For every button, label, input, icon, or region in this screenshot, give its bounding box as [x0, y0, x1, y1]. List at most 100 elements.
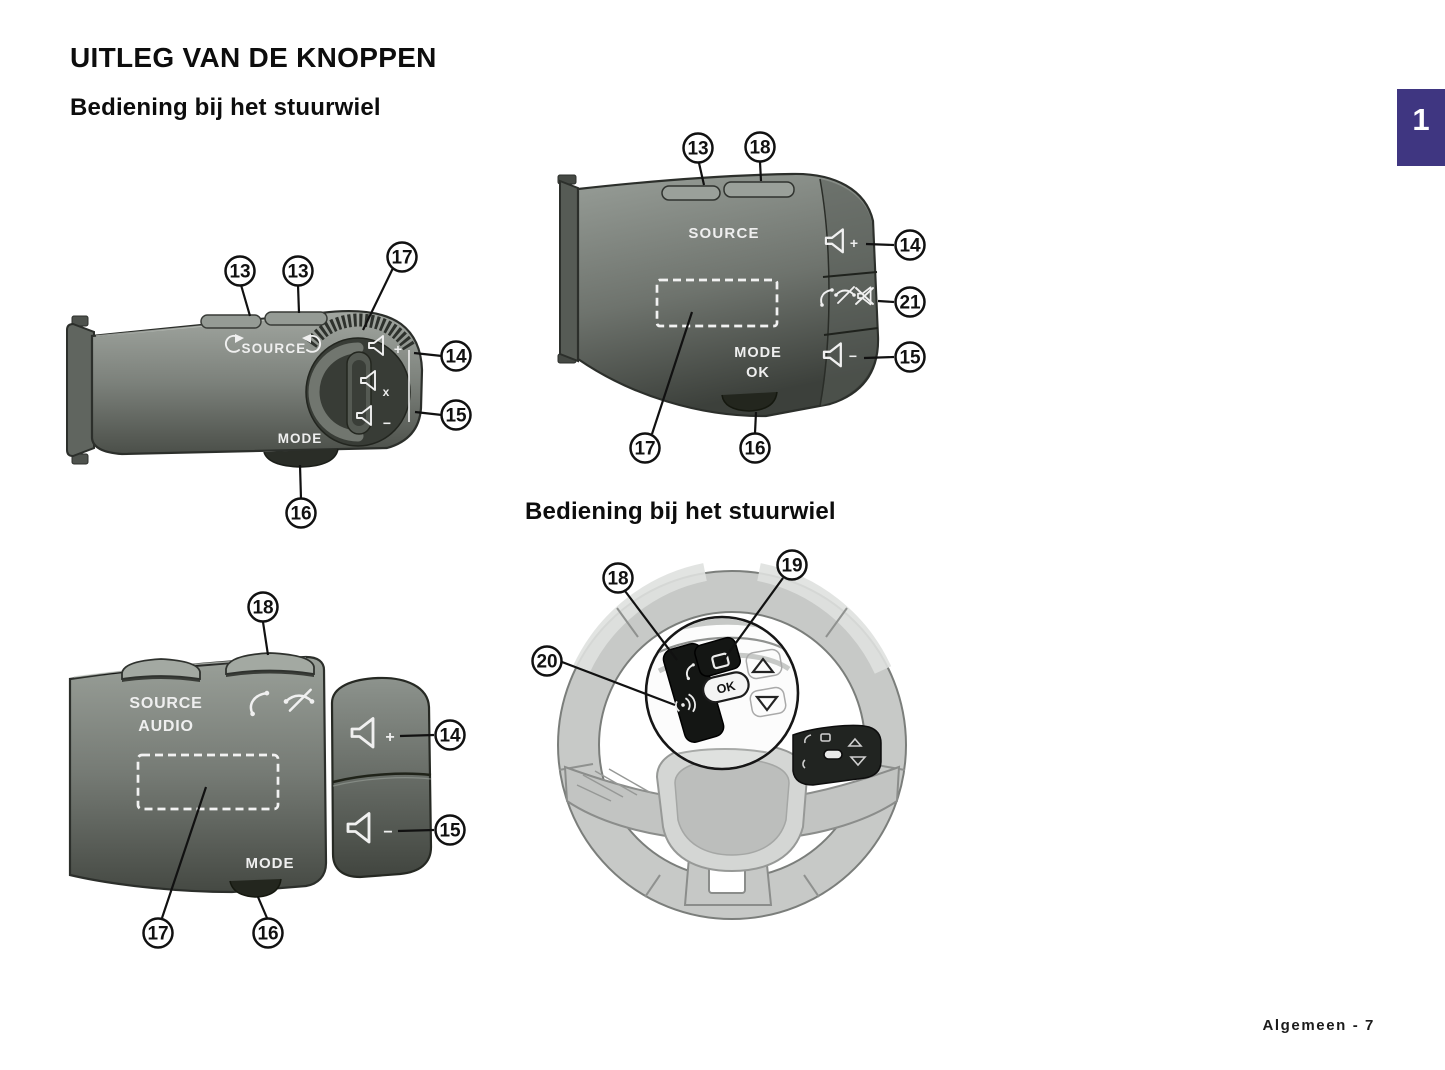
callout-13b: 13: [282, 255, 314, 287]
svg-text:13: 13: [287, 262, 308, 283]
airbag-pad: [674, 758, 790, 856]
mode-label: MODE: [246, 855, 295, 872]
return-arrow-right-icon: [302, 334, 322, 353]
seek-forward-button: [264, 311, 328, 326]
display-zone-dashed: [655, 278, 779, 328]
display-page-button-icon: [711, 652, 730, 670]
callout-17: 17: [142, 917, 174, 949]
wheel-controls-pod: [792, 724, 882, 786]
svg-text:14: 14: [445, 347, 467, 368]
wheel-pod-icons: [802, 733, 867, 769]
voice-control-button-icon: [675, 693, 696, 713]
source-label: SOURCE: [129, 695, 202, 712]
source-top-button: [723, 181, 795, 198]
speaker-minus-icon: −: [822, 342, 857, 368]
phone-hangup-icon: [283, 688, 315, 712]
svg-text:18: 18: [749, 138, 770, 159]
up-arrow-button-icon: [750, 657, 776, 674]
svg-text:13: 13: [229, 262, 250, 283]
page-footer: Algemeen - 7: [1262, 1017, 1375, 1034]
svg-text:+: +: [850, 235, 858, 251]
source-top-button: [225, 652, 315, 677]
seek-back-button: [121, 658, 201, 682]
callout-20: 20: [531, 645, 563, 677]
section-heading-wheel-controls: Bediening bij het stuurwiel: [525, 498, 836, 525]
svg-text:+: +: [394, 341, 402, 357]
ok-label: OK: [746, 365, 770, 381]
page-title: UITLEG VAN DE KNOPPEN: [70, 42, 437, 73]
phone-pickup-icon: [249, 690, 270, 717]
callout-15: 15: [894, 341, 926, 373]
callout-21: 21: [894, 286, 926, 318]
svg-text:−: −: [383, 415, 391, 431]
callout-19: 19: [776, 549, 808, 581]
mode-ok-button: [721, 391, 778, 412]
callout-15: 15: [434, 814, 466, 846]
thumbwheel-knurl-icon: [305, 313, 415, 351]
diagram-steering-wheel: OK 18 19 20: [531, 549, 907, 920]
speaker-plus-icon: +: [350, 717, 395, 749]
callout-17: 17: [386, 241, 418, 273]
stalk-body: [576, 172, 880, 418]
down-arrow-button-icon: [754, 695, 780, 712]
mode-label: MODE: [734, 345, 782, 361]
callout-13: 13: [682, 132, 714, 164]
callout-18: 18: [744, 131, 776, 163]
svg-text:14: 14: [439, 726, 461, 747]
svg-text:20: 20: [536, 652, 557, 673]
svg-text:16: 16: [744, 439, 765, 460]
callout-14: 14: [440, 340, 472, 372]
svg-text:15: 15: [445, 406, 467, 427]
speaker-mute-icon: x: [360, 370, 390, 399]
section-heading-column-controls: Bediening bij het stuurwiel: [70, 94, 381, 121]
callout-16: 16: [252, 917, 284, 949]
svg-text:16: 16: [290, 504, 311, 525]
callout-16: 16: [739, 432, 771, 464]
diagram-audio-stalk-rear-view: SOURCE + x − MODE 13 13 17 14 15 16: [66, 241, 472, 529]
phone-pickup-icon: [820, 288, 834, 307]
svg-text:15: 15: [899, 348, 921, 369]
callout-15: 15: [440, 399, 472, 431]
svg-text:19: 19: [781, 556, 802, 577]
svg-text:18: 18: [252, 598, 273, 619]
svg-text:21: 21: [899, 293, 921, 314]
svg-text:x: x: [383, 385, 390, 399]
stalk-mount-bracket: [557, 174, 579, 364]
svg-text:13: 13: [687, 139, 708, 160]
source-label: SOURCE: [688, 225, 759, 242]
ok-button: OK: [702, 671, 750, 704]
mode-button: [263, 448, 339, 468]
audio-label: AUDIO: [138, 718, 194, 735]
speaker-mute-icon: [855, 286, 874, 306]
svg-text:15: 15: [439, 821, 461, 842]
stalk-mount-bracket: [66, 315, 95, 465]
black-control-panel: [662, 636, 742, 743]
diagram-audio-stalk-closeup: SOURCE AUDIO MODE + − 18 14 15 17 1: [68, 591, 466, 949]
svg-text:17: 17: [634, 439, 655, 460]
phone-button-icon: [685, 663, 695, 681]
callout-14: 14: [894, 229, 926, 261]
callout-14: 14: [434, 719, 466, 751]
mode-button: [229, 878, 282, 898]
speaker-plus-icon: +: [824, 228, 858, 254]
phone-hangup-icon: [834, 286, 856, 304]
svg-text:+: +: [385, 729, 394, 746]
svg-text:17: 17: [391, 248, 412, 269]
rotary-thumbwheel: [305, 337, 411, 447]
return-arrow-left-icon: [224, 334, 244, 353]
speaker-plus-icon: +: [368, 335, 402, 357]
chapter-tab: 1: [1397, 89, 1445, 166]
seek-back-button: [661, 185, 721, 201]
rocker-seam: [332, 772, 432, 784]
svg-text:−: −: [383, 824, 392, 841]
side-edge: [819, 178, 830, 407]
callout-17: 17: [629, 432, 661, 464]
svg-text:18: 18: [607, 569, 628, 590]
speaker-minus-icon: −: [356, 405, 391, 431]
side-button-seams: [822, 271, 879, 336]
callout-13: 13: [224, 255, 256, 287]
svg-text:−: −: [849, 348, 857, 364]
svg-text:OK: OK: [715, 679, 736, 697]
diagram-audio-stalk-front-view: SOURCE MODE OK + −: [557, 131, 926, 464]
callout-18: 18: [602, 562, 634, 594]
